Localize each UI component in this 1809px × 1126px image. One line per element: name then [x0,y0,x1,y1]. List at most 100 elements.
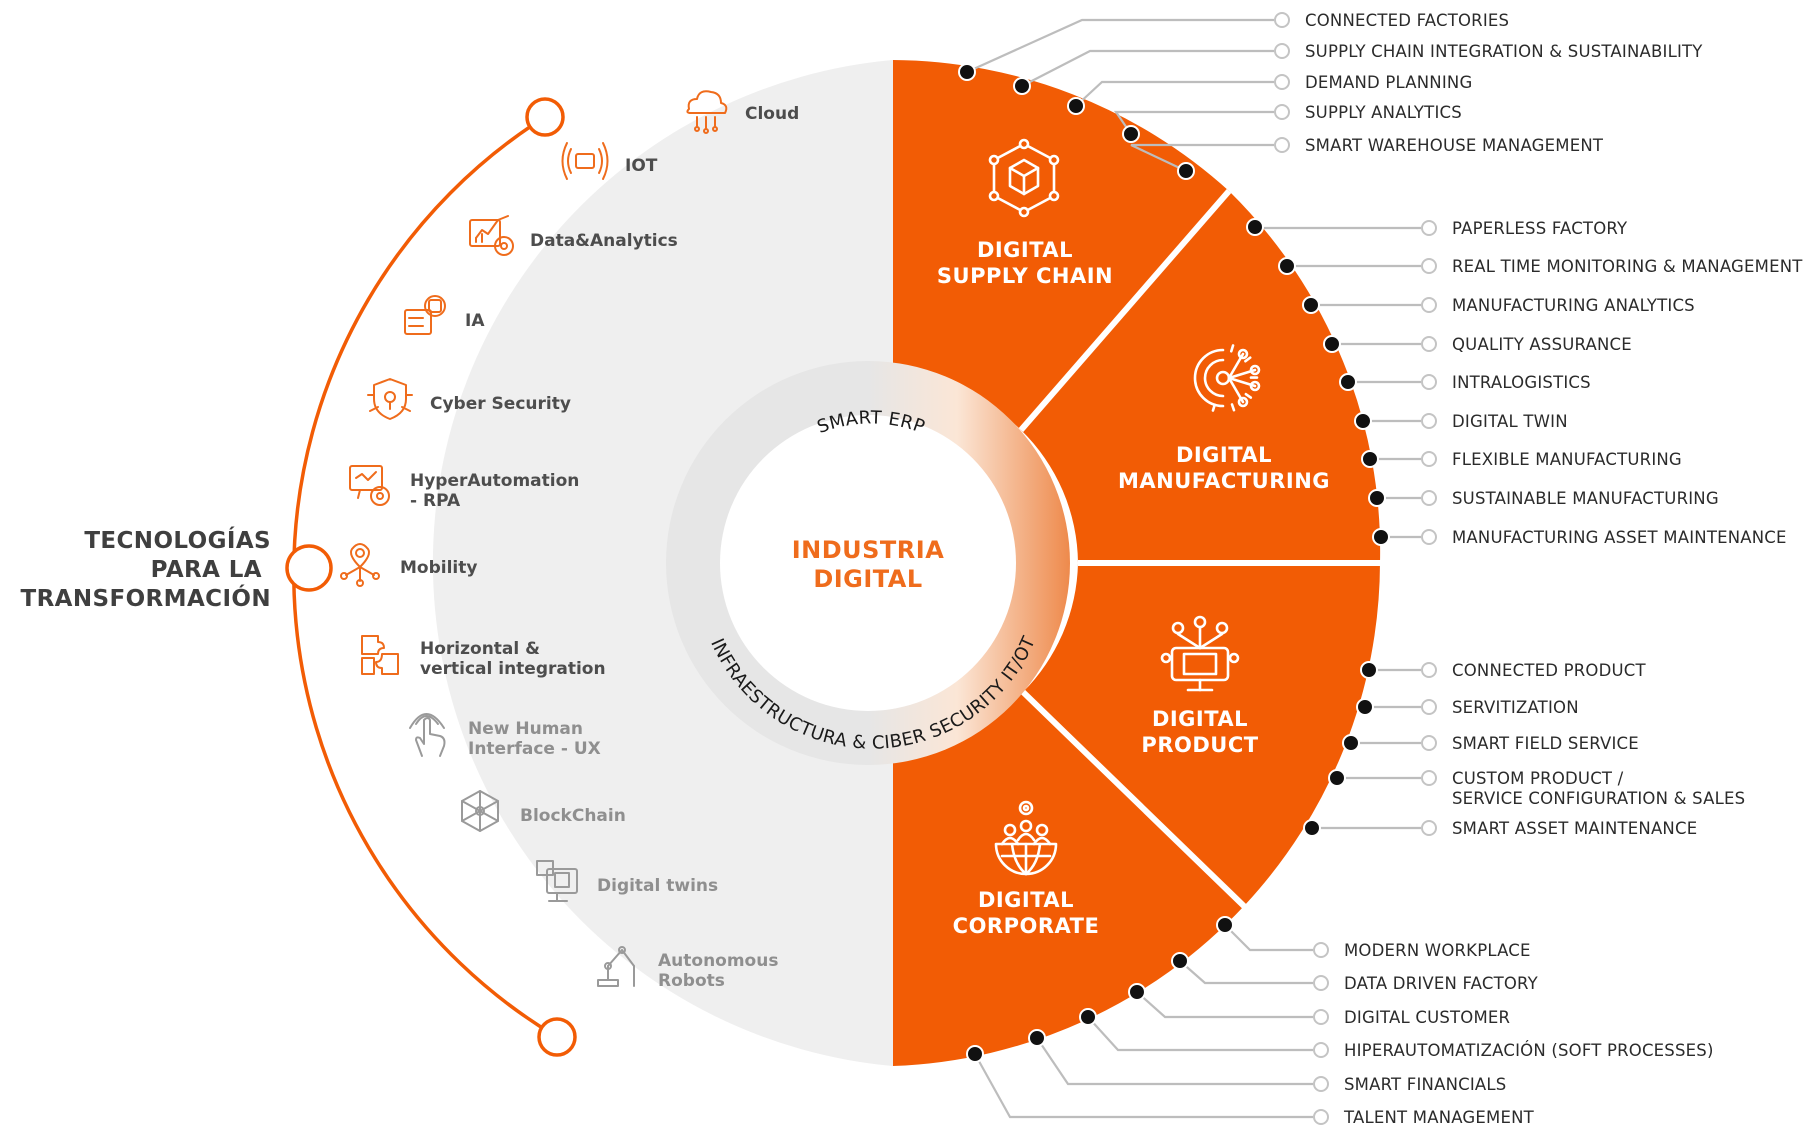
technology-item[interactable]: IA [404,295,485,335]
connected-product-icon [1160,615,1240,692]
technology-label: Cyber Security [430,394,571,414]
leader-line [1021,49,1274,87]
segment-item[interactable]: PAPERLESS FACTORY [1246,218,1628,238]
segment-item[interactable]: SMART WAREHOUSE MANAGEMENT [1130,136,1604,180]
segment-item[interactable]: MANUFACTURING ASSET MAINTENANCE [1372,528,1787,547]
arc-bottom-handle[interactable] [537,1017,577,1057]
technology-item[interactable]: HyperAutomation- RPA [349,465,579,511]
segment-manufacturing[interactable] [1021,191,1381,563]
segment-dot [1177,162,1195,180]
segment-item[interactable]: CONNECTED FACTORIES [958,11,1509,81]
item-marker [1274,12,1290,28]
item-marker [1421,662,1437,678]
arc-top-handle[interactable] [525,97,565,137]
blockchain-icon [461,790,499,832]
item-marker [1421,735,1437,751]
item-marker [1313,1042,1329,1058]
segment-label: SUPPLY CHAIN [937,264,1113,288]
technology-item[interactable]: Cyber Security [367,378,571,420]
item-marker [1421,374,1437,390]
segment-item[interactable]: DIGITAL TWIN [1354,412,1568,431]
technologies-half-disc [432,60,893,1066]
technology-label: Data&Analytics [530,231,678,251]
segment-item[interactable]: REAL TIME MONITORING & MANAGEMENT [1278,257,1803,276]
item-label: MANUFACTURING ANALYTICS [1452,296,1695,315]
iot-icon [561,142,609,180]
segment-corporate[interactable] [893,692,1244,1066]
item-label: HIPERAUTOMATIZACIÓN (SOFT PROCESSES) [1344,1041,1714,1060]
technology-label: Digital twins [597,876,718,896]
technology-item[interactable]: Digital twins [536,860,718,902]
segment-dot [1323,335,1341,353]
item-marker [1274,137,1290,153]
segment-item[interactable]: SERVITIZATION [1356,698,1579,717]
section-title-line1: TECNOLOGÍAS [84,526,271,554]
technology-item[interactable]: Data&Analytics [469,215,678,256]
technology-item[interactable]: BlockChain [461,790,626,832]
digital-segments [893,60,1385,1066]
item-label: TALENT MANAGEMENT [1343,1108,1535,1126]
robot-arm-icon [597,946,635,987]
item-marker [1421,413,1437,429]
segment-item[interactable]: INTRALOGISTICS [1339,373,1591,392]
item-label: SMART ASSET MAINTENANCE [1452,819,1697,838]
technology-label: IOT [625,156,658,176]
segment-item[interactable]: DATA DRIVEN FACTORY [1171,952,1539,993]
item-label: SUPPLY CHAIN INTEGRATION & SUSTAINABILIT… [1305,42,1703,61]
segment-label: DIGITAL [1176,443,1272,467]
segment-item[interactable]: SMART ASSET MAINTENANCE [1303,819,1697,838]
segment-item[interactable]: MANUFACTURING ANALYTICS [1302,296,1695,315]
segment-item[interactable]: DEMAND PLANNING [1067,73,1472,115]
segment-product[interactable] [1023,563,1380,906]
ai-icon [404,295,446,335]
segment-dot [1171,952,1189,970]
leader-line [1130,143,1274,172]
segment-dot [1372,528,1390,546]
technology-item[interactable]: Cloud [686,90,799,134]
segment-dot [1028,1029,1046,1047]
item-marker [1274,104,1290,120]
technology-label: HyperAutomation [410,471,579,491]
segment-dot [1342,734,1360,752]
item-label: REAL TIME MONITORING & MANAGEMENT [1452,257,1803,276]
item-marker [1274,43,1290,59]
segment-item[interactable]: CUSTOM PRODUCT /SERVICE CONFIGURATION & … [1328,769,1745,808]
core-title-line2: DIGITAL [813,565,922,593]
segment-item[interactable]: CONNECTED PRODUCT [1360,661,1646,680]
segment-item[interactable]: HIPERAUTOMATIZACIÓN (SOFT PROCESSES) [1079,1008,1714,1060]
segment-item[interactable]: DIGITAL CUSTOMER [1128,983,1510,1027]
technology-label: Mobility [400,558,477,578]
segment-item[interactable]: FLEXIBLE MANUFACTURING [1361,450,1682,469]
item-marker [1421,770,1437,786]
item-marker [1421,220,1437,236]
segment-label: PRODUCT [1141,733,1258,757]
segment-item[interactable]: SUPPLY CHAIN INTEGRATION & SUSTAINABILIT… [1013,42,1703,95]
technology-label: IA [465,311,485,331]
technology-item[interactable]: Mobility [340,543,477,587]
people-globe-icon [994,800,1058,876]
separator-supply-manufacturing [1018,189,1232,432]
segment-item[interactable]: SUSTAINABLE MANUFACTURING [1368,489,1719,508]
segment-item[interactable]: MODERN WORKPLACE [1216,916,1531,960]
segment-item[interactable]: SUPPLY ANALYTICS [1113,103,1462,143]
technology-item[interactable]: Horizontal &vertical integration [361,635,606,679]
arc-center-handle[interactable] [285,544,333,592]
segment-item[interactable]: QUALITY ASSURANCE [1323,335,1632,354]
item-label: DIGITAL TWIN [1452,412,1568,431]
segment-item[interactable]: SMART FINANCIALS [1028,1029,1506,1094]
item-label: MANUFACTURING ASSET MAINTENANCE [1452,528,1787,547]
technology-item[interactable]: IOT [561,142,658,180]
cloud-icon [686,90,728,134]
segment-dot [1361,450,1379,468]
segment-item[interactable]: TALENT MANAGEMENT [966,1045,1535,1126]
item-label: FLEXIBLE MANUFACTURING [1452,450,1682,469]
segment-item[interactable]: SMART FIELD SERVICE [1342,734,1639,753]
leader-line [1224,924,1313,952]
item-marker [1313,1076,1329,1092]
item-marker [1421,820,1437,836]
segment-dot [1216,916,1234,934]
